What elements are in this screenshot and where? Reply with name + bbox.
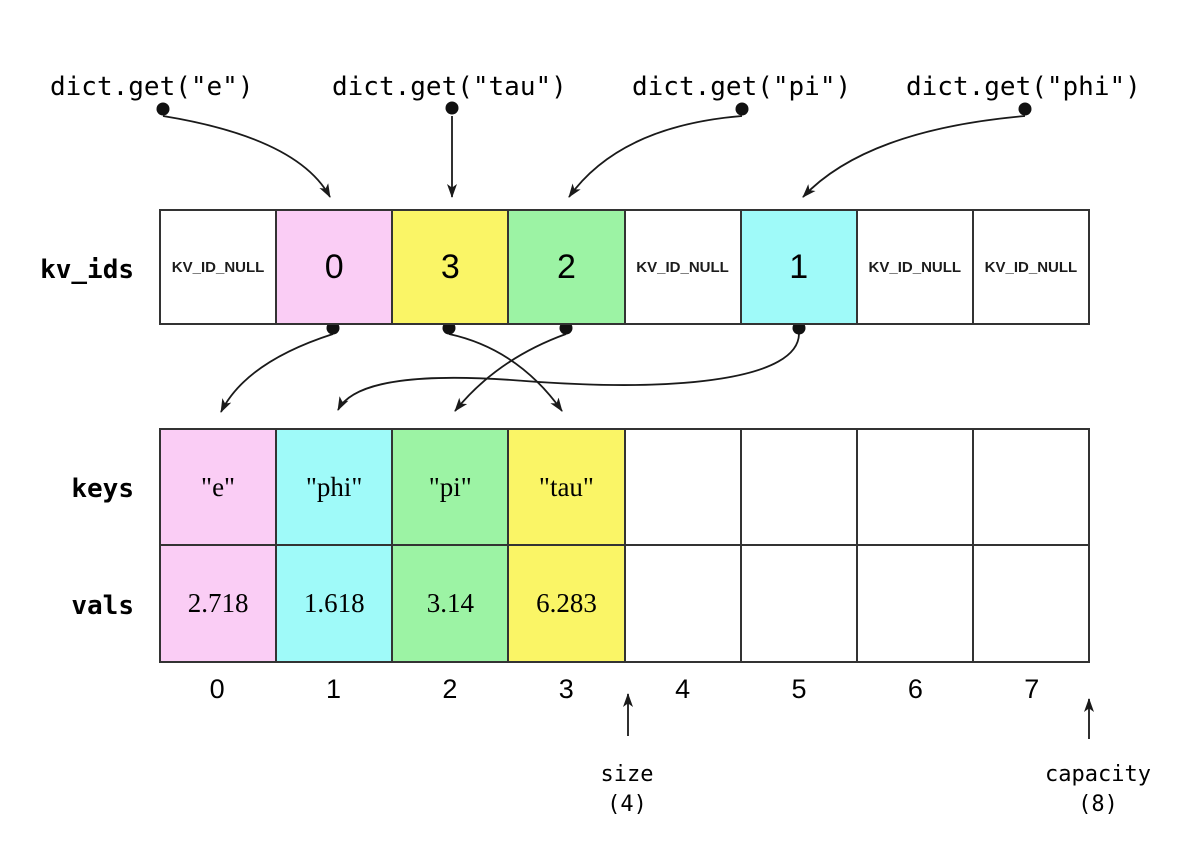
capacity-value: (8) xyxy=(1078,792,1118,817)
vals-cell-6 xyxy=(855,546,972,661)
keys-cell-2: "pi" xyxy=(391,430,508,544)
query-label-tau: dict.get("tau") xyxy=(332,72,567,102)
anchor-dot-query-e xyxy=(156,102,170,116)
kv-ids-cell-3: 2 xyxy=(507,211,624,323)
kv-ids-cell-4: KV_ID_NULL xyxy=(623,211,740,323)
index-label-6: 6 xyxy=(907,674,923,704)
arrow-slot3-to-key2 xyxy=(454,333,567,412)
kv-ids-cell-2: 3 xyxy=(391,211,508,323)
index-label-4: 4 xyxy=(675,674,691,704)
index-label-7: 7 xyxy=(1024,674,1040,704)
keys-cell-7 xyxy=(971,430,1088,544)
index-label-5: 5 xyxy=(791,674,807,704)
size-value: (4) xyxy=(607,792,647,817)
keys-cell-0: "e" xyxy=(161,430,276,544)
keys-cell-4 xyxy=(623,430,740,544)
keys-cell-1: "phi" xyxy=(275,430,392,544)
vals-row-label: vals xyxy=(71,591,134,621)
vals-cell-7 xyxy=(971,546,1088,661)
anchor-dot-query-phi xyxy=(1018,102,1032,116)
vals-cell-3: 6.283 xyxy=(507,546,624,661)
vals-cell-5 xyxy=(739,546,856,661)
keys-array: "e" "phi" "pi" "tau" xyxy=(159,428,1090,546)
capacity-label: capacity xyxy=(1045,762,1151,787)
vals-array: 2.718 1.618 3.14 6.283 xyxy=(159,544,1090,663)
anchor-dot-query-tau xyxy=(445,101,459,115)
kv-ids-row-label: kv_ids xyxy=(40,255,134,285)
keys-cell-6 xyxy=(855,430,972,544)
keys-cell-5 xyxy=(739,430,856,544)
kv-ids-array: KV_ID_NULL 0 3 2 KV_ID_NULL 1 KV_ID_NULL… xyxy=(159,209,1090,325)
vals-cell-0: 2.718 xyxy=(161,546,276,661)
arrow-query-phi-to-slot5 xyxy=(802,115,1026,198)
keys-row-label: keys xyxy=(71,474,134,504)
index-label-3: 3 xyxy=(558,674,574,704)
vals-cell-4 xyxy=(623,546,740,661)
slot-index-row: 0 1 2 3 4 5 6 7 xyxy=(159,674,1090,705)
keys-cell-3: "tau" xyxy=(507,430,624,544)
kv-ids-cell-5: 1 xyxy=(739,211,856,323)
kv-ids-cell-0: KV_ID_NULL xyxy=(161,211,276,323)
anchor-dot-query-pi xyxy=(735,102,749,116)
arrow-slot5-to-key1 xyxy=(337,333,800,411)
vals-cell-2: 3.14 xyxy=(391,546,508,661)
kv-ids-cell-6: KV_ID_NULL xyxy=(855,211,972,323)
index-label-2: 2 xyxy=(442,674,458,704)
arrow-query-pi-to-slot3 xyxy=(568,115,743,198)
arrow-query-e-to-slot1 xyxy=(162,115,331,198)
vals-cell-1: 1.618 xyxy=(275,546,392,661)
query-label-pi: dict.get("pi") xyxy=(632,72,852,102)
arrow-slot1-to-key0 xyxy=(220,333,334,413)
arrow-slot2-to-key3 xyxy=(448,333,563,412)
kv-ids-cell-1: 0 xyxy=(275,211,392,323)
size-label: size xyxy=(600,762,654,787)
index-label-0: 0 xyxy=(209,674,225,704)
index-label-1: 1 xyxy=(326,674,342,704)
query-label-phi: dict.get("phi") xyxy=(906,72,1141,102)
query-label-e: dict.get("e") xyxy=(50,72,254,102)
kv-ids-cell-7: KV_ID_NULL xyxy=(971,211,1088,323)
